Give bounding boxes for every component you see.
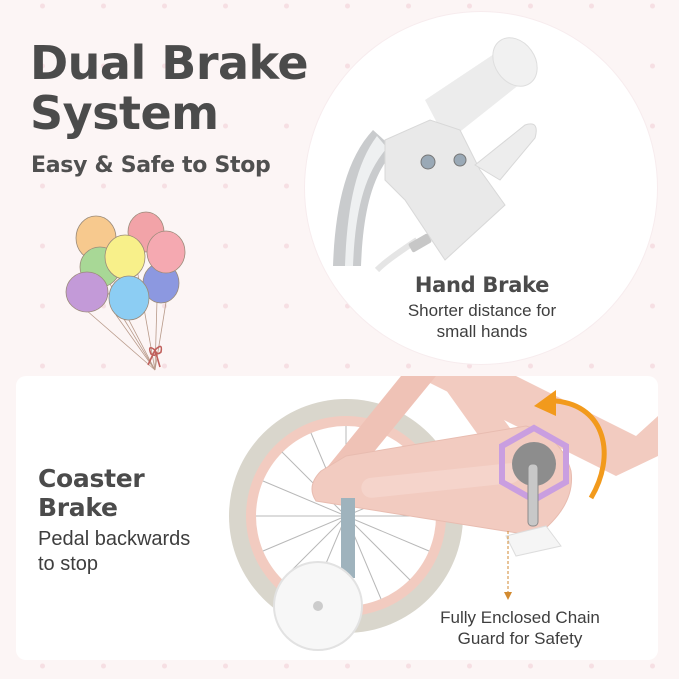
coaster-brake-description: Pedal backwards to stop <box>38 528 191 575</box>
headline-line-1: Dual Brake <box>30 36 309 90</box>
balloons-icon <box>65 211 186 371</box>
coaster-brake-title: Coaster Brake <box>38 464 145 522</box>
hand-brake-description: Shorter distance for small hands <box>407 301 557 341</box>
hand-brake-title: Hand Brake <box>414 273 550 297</box>
chain-guard-label: Fully Enclosed Chain Guard for Safety <box>440 608 600 648</box>
headline: Dual Brake System <box>30 36 309 140</box>
hand-brake-image <box>333 37 538 273</box>
headline-line-2: System <box>30 86 219 140</box>
coaster-brake-image <box>229 376 658 651</box>
subtitle: Easy & Safe to Stop <box>31 153 271 178</box>
